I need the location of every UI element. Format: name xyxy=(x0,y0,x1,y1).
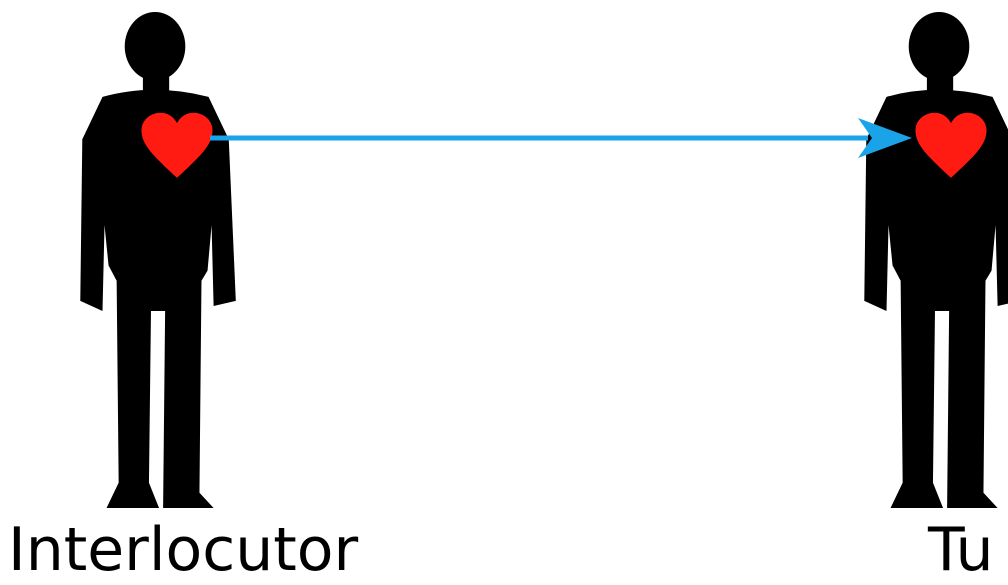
interlocutor-label: Interlocutor xyxy=(8,520,358,580)
left-person-silhouette-icon xyxy=(80,12,236,508)
right-person-silhouette-icon xyxy=(864,12,1008,508)
connection-arrow xyxy=(210,118,912,158)
you-label: Tu xyxy=(928,520,994,580)
